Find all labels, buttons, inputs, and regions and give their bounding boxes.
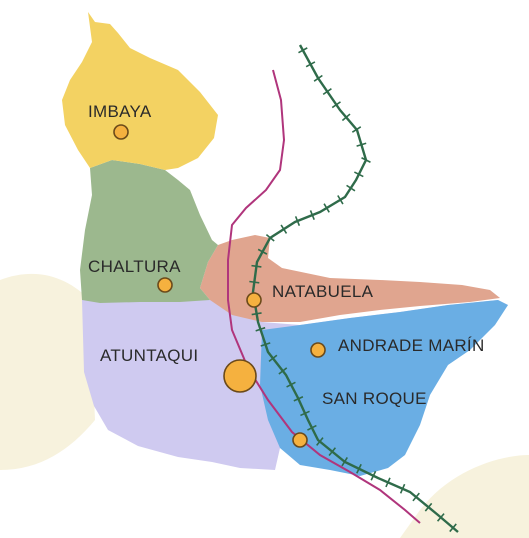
railway-tick	[361, 157, 371, 163]
city-marker-icon[interactable]	[113, 124, 129, 140]
railway-tick	[356, 463, 362, 474]
railway-line	[251, 44, 459, 533]
region-chaltura[interactable]	[80, 160, 218, 303]
label-atuntaqui: ATUNTAQUI	[100, 346, 198, 365]
city-marker-icon[interactable]	[157, 277, 173, 293]
city-marker-icon[interactable]	[246, 292, 262, 308]
railway-tick	[341, 113, 351, 122]
railway-tick	[385, 477, 391, 488]
railway-tick	[305, 61, 316, 68]
railway-tick	[323, 203, 330, 213]
railway-tick	[313, 74, 323, 82]
region-natabuela[interactable]	[200, 235, 500, 322]
railway-tick	[294, 216, 301, 226]
railway-tick	[331, 101, 341, 109]
label-natabuela: NATABUELA	[272, 282, 374, 301]
railway-tick	[255, 326, 266, 332]
railway-tick	[316, 437, 324, 446]
railway-tick	[265, 234, 275, 242]
railway-tick	[356, 142, 367, 147]
city-marker-icon[interactable]	[310, 342, 326, 358]
railway-tick	[399, 483, 406, 494]
city-marker-icon[interactable]	[223, 359, 257, 393]
railway-tick	[298, 47, 308, 54]
railway-tick	[309, 210, 315, 221]
railway-tick	[286, 381, 296, 388]
railway-tick	[251, 264, 262, 268]
railway-tick	[346, 184, 356, 192]
railway-tick	[307, 424, 317, 431]
railway-tick	[449, 523, 457, 533]
city-marker-icon[interactable]	[292, 432, 308, 448]
background-blob-right	[400, 455, 529, 538]
railway-tick	[328, 447, 337, 456]
railway-tick	[436, 513, 445, 522]
railway-tick	[280, 224, 288, 234]
label-chaltura: CHALTURA	[88, 257, 181, 276]
railway-tick	[351, 126, 362, 133]
railway-tick	[257, 248, 268, 255]
railway-tick	[370, 470, 377, 481]
railway-tick	[354, 171, 364, 178]
railway-tick	[249, 280, 260, 284]
label-imbaya: IMBAYA	[88, 102, 152, 121]
road-line	[227, 69, 421, 524]
railway-tick	[337, 195, 344, 205]
railway-tick	[424, 502, 433, 512]
background-blob-left	[0, 273, 95, 470]
label-san-roque: SAN ROQUE	[322, 389, 427, 408]
region-imbaya[interactable]	[62, 12, 218, 170]
railway-tick	[268, 354, 278, 363]
railway-tick	[278, 367, 288, 375]
region-san-roque[interactable]	[260, 300, 508, 476]
railway-tick	[322, 88, 332, 96]
railway-tick	[412, 492, 420, 502]
railway-tick	[260, 342, 271, 347]
railway-tick	[293, 396, 304, 402]
railway-tick	[341, 457, 348, 467]
label-andrade-marin: ANDRADE MARÍN	[338, 336, 485, 355]
railway-tick	[251, 312, 262, 316]
railway-tick	[300, 410, 310, 417]
